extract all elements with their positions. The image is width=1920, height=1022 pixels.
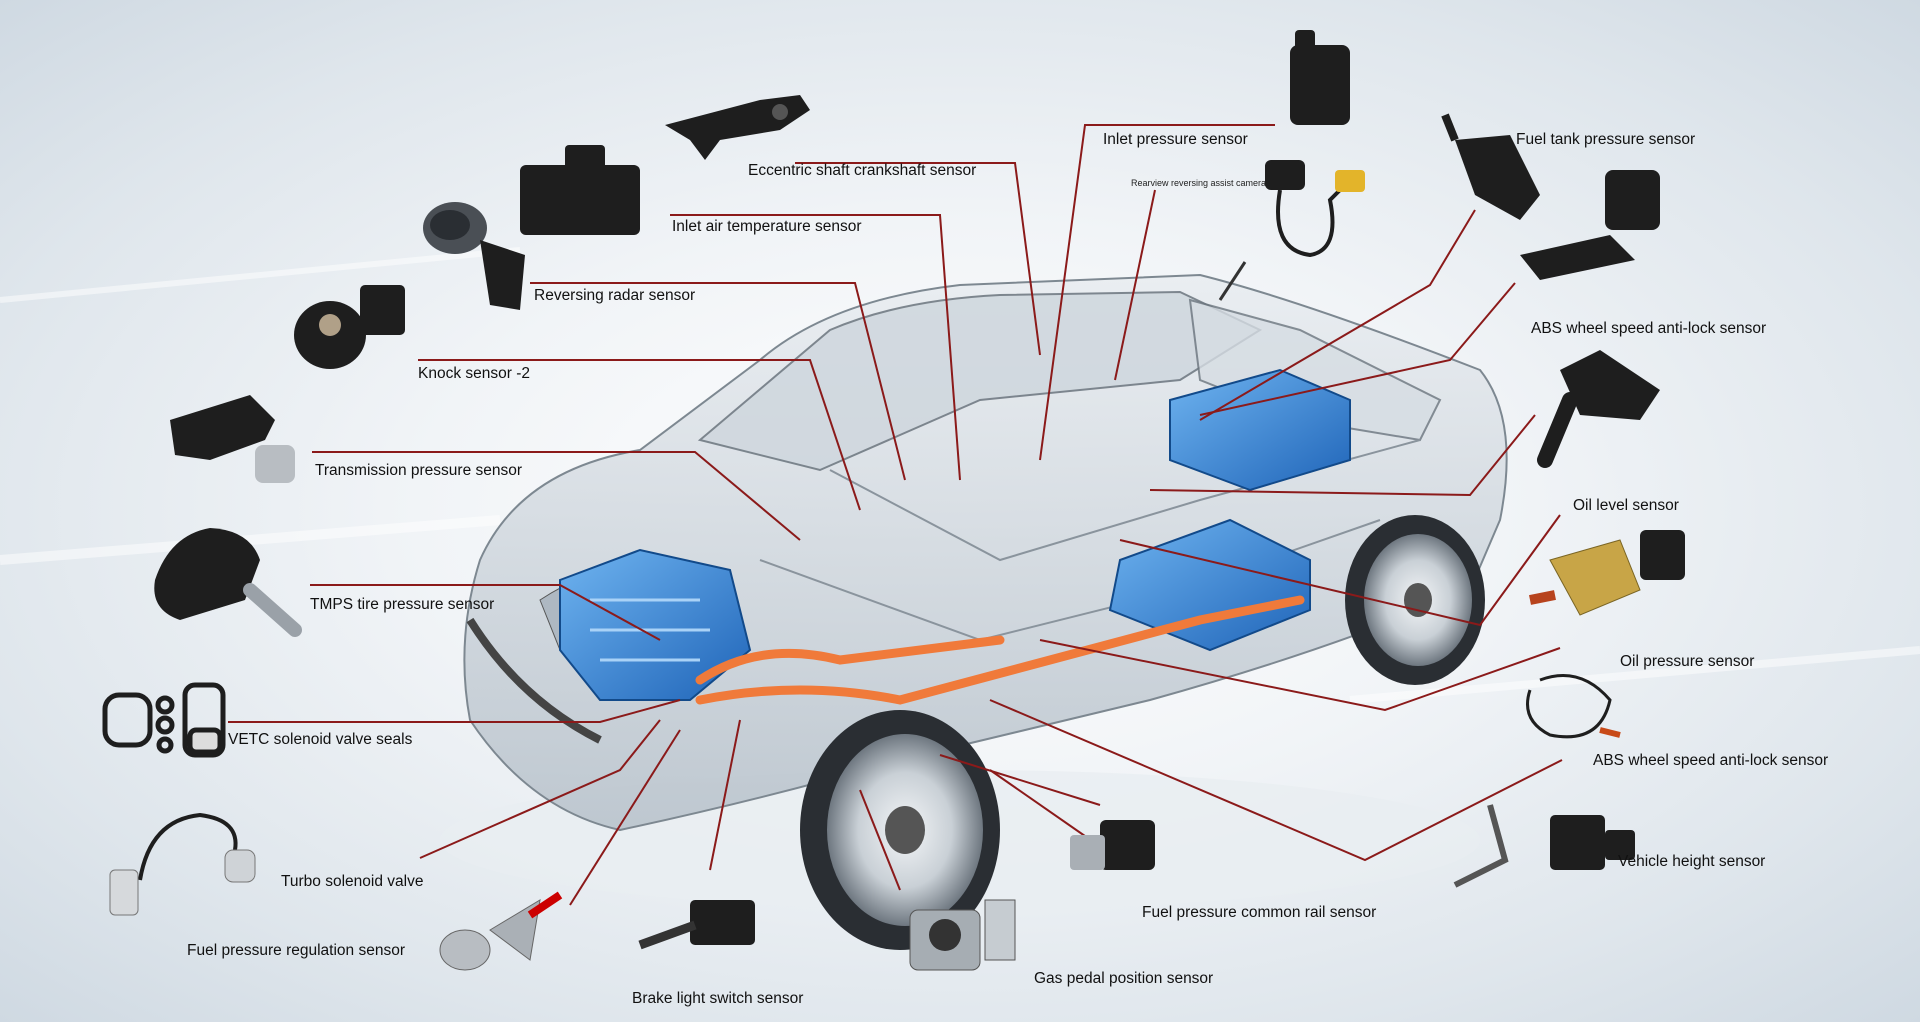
label-brake-switch: Brake light switch sensor xyxy=(632,990,804,1007)
label-vetc: VETC solenoid valve seals xyxy=(228,731,413,748)
label-gas-pedal: Gas pedal position sensor xyxy=(1034,970,1214,987)
reversing-radar-sensor-part xyxy=(423,202,525,310)
eccentric-shaft-sensor-part xyxy=(665,95,810,160)
engine-block xyxy=(559,548,752,701)
label-abs-bottom: ABS wheel speed anti-lock sensor xyxy=(1593,752,1829,769)
fuel-regulation-part xyxy=(439,891,563,971)
label-rear-camera: Rearview reversing assist camera xyxy=(1131,178,1267,188)
knock-sensor-part xyxy=(294,285,405,369)
inlet-pressure-part xyxy=(1290,30,1350,125)
abs-top-sensor-part xyxy=(1520,170,1660,280)
label-turbo: Turbo solenoid valve xyxy=(281,873,424,890)
gas-pedal-part xyxy=(909,899,1016,971)
label-common-rail: Fuel pressure common rail sensor xyxy=(1142,904,1377,921)
hv-wiring xyxy=(695,595,1305,705)
brake-switch-part xyxy=(638,900,755,950)
common-rail-part xyxy=(1070,820,1155,870)
label-transmission: Transmission pressure sensor xyxy=(315,462,523,479)
oil-pressure-sensor-part xyxy=(1529,530,1685,616)
label-eccentric-shaft: Eccentric shaft crankshaft sensor xyxy=(748,162,977,179)
tmps-sensor-part xyxy=(154,528,302,637)
rear-wheel xyxy=(1345,515,1485,685)
vetc-seals-part xyxy=(102,682,226,758)
inlet-air-temp-sensor-part xyxy=(520,145,640,235)
label-knock: Knock sensor -2 xyxy=(418,365,530,382)
leader-lines xyxy=(228,124,1563,906)
turbo-solenoid-part xyxy=(109,812,256,916)
label-oil-pressure: Oil pressure sensor xyxy=(1620,653,1755,670)
fuel-tank-sensor-part xyxy=(1441,113,1540,220)
label-reversing-radar: Reversing radar sensor xyxy=(534,287,696,304)
car-body xyxy=(463,261,1508,832)
label-vehicle-height: Vehicle height sensor xyxy=(1618,853,1766,870)
transmission-sensor-part xyxy=(170,395,295,483)
rear-camera-part xyxy=(1265,160,1365,258)
label-abs-top: ABS wheel speed anti-lock sensor xyxy=(1531,320,1767,337)
label-tmps: TMPS tire pressure sensor xyxy=(310,596,495,613)
label-fuel-tank: Fuel tank pressure sensor xyxy=(1516,131,1696,148)
abs-bottom-sensor-part xyxy=(1526,674,1621,739)
label-inlet-air-temp: Inlet air temperature sensor xyxy=(672,218,862,235)
battery-pack xyxy=(1108,368,1351,652)
label-inlet-pressure: Inlet pressure sensor xyxy=(1103,131,1248,148)
oil-level-sensor-part xyxy=(1537,350,1660,468)
label-oil-level: Oil level sensor xyxy=(1573,497,1679,514)
vehicle-height-sensor-part xyxy=(1453,804,1635,888)
background-streaks xyxy=(0,247,1920,704)
label-fuel-regulation: Fuel pressure regulation sensor xyxy=(187,942,405,959)
front-wheel xyxy=(800,710,1000,950)
